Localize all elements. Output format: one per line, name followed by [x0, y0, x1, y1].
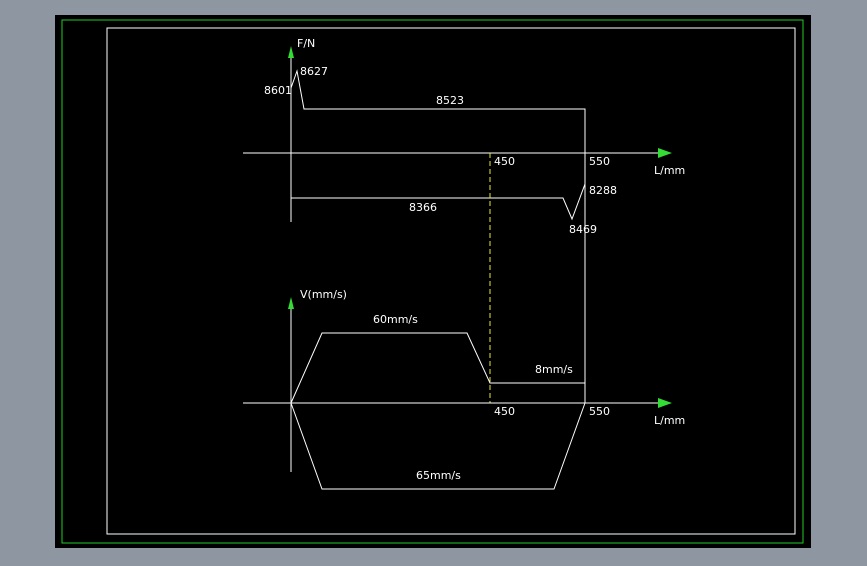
force-y-arrow-head [288, 46, 294, 58]
velocity-label-work-feed: 8mm/s [535, 363, 573, 376]
velocity-x-axis-label: L/mm [654, 414, 685, 427]
force-label-peak-top: 8627 [300, 65, 328, 78]
force-diagram: F/N L/mm 450 550 8601 8627 8523 8366 828… [243, 37, 685, 236]
velocity-tick-550: 550 [589, 405, 610, 418]
force-label-forward-plateau: 8523 [436, 94, 464, 107]
velocity-return-curve [290, 402, 586, 490]
velocity-y-arrow-head [288, 297, 294, 309]
force-x-arrow-head [658, 148, 672, 158]
inner-frame [106, 27, 796, 535]
force-label-peak-start: 8601 [264, 84, 292, 97]
force-x-axis-label: L/mm [654, 164, 685, 177]
force-tick-550: 550 [589, 155, 610, 168]
velocity-x-arrow-head [658, 398, 672, 408]
velocity-tick-450: 450 [494, 405, 515, 418]
force-y-axis-label: F/N [297, 37, 315, 50]
force-tick-450: 450 [494, 155, 515, 168]
velocity-diagram: V(mm/s) L/mm 450 550 60mm/s 8mm/s 65mm/s [243, 288, 685, 490]
velocity-y-axis-label: V(mm/s) [300, 288, 347, 301]
force-label-return-peak-top: 8288 [589, 184, 617, 197]
force-forward-curve [290, 69, 586, 153]
outer-frame [61, 19, 804, 544]
drawing-sheet [55, 15, 811, 548]
velocity-label-fast-return: 65mm/s [416, 469, 461, 482]
force-label-return-plateau: 8366 [409, 201, 437, 214]
velocity-label-fast-forward: 60mm/s [373, 313, 418, 326]
force-label-return-peak-bottom: 8469 [569, 223, 597, 236]
velocity-forward-curve [290, 332, 586, 404]
